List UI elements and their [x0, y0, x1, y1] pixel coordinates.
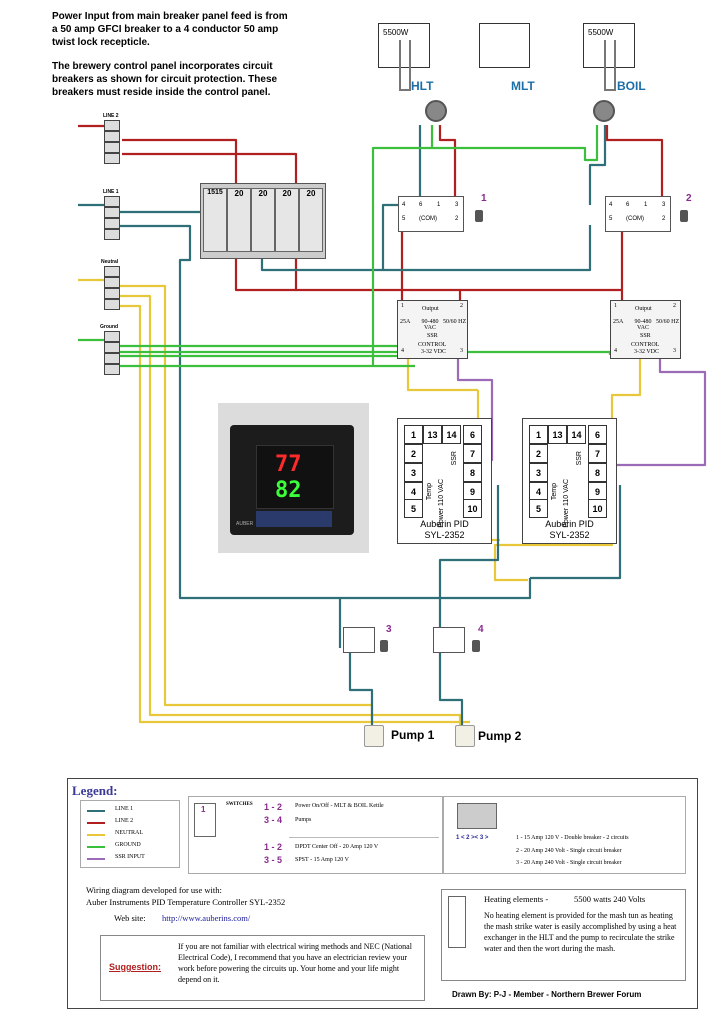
legend-row-neutral: NEUTRAL	[87, 830, 177, 840]
pid-1: 1 13 14 6 2 7 3 8 4 9 5 10 SSR Power 110…	[397, 418, 492, 544]
legend-label: SSR INPUT	[115, 854, 145, 860]
switches-legend: 1 SWITCHES 1 - 2 Power On/Off - MLT & BO…	[188, 796, 443, 874]
pid-controller-photo: 77 82 AUBER	[218, 403, 369, 553]
toggle-icon	[475, 210, 483, 222]
pump-1-outlet-icon	[364, 725, 384, 747]
pump-2-outlet-icon	[455, 725, 475, 747]
mlt-label: MLT	[511, 79, 535, 93]
switch-2-number: 2	[686, 193, 692, 204]
switch-1-com: (COM)	[419, 216, 437, 222]
legend-panel: Legend: LINE 1 LINE 2 NEUTRAL GROUND SSR INP…	[67, 778, 698, 1009]
website-label: Web site:	[114, 913, 146, 923]
pid-controller-body: 77 82 AUBER	[230, 425, 354, 535]
ssr-1: 1 Output 2 25A 90-480 VAC 50/60 HZ SSR C…	[397, 300, 468, 359]
hlt-receptacle-icon	[425, 100, 447, 122]
breaker-1: 1515	[203, 188, 227, 252]
boil-receptacle-icon	[593, 100, 615, 122]
legend-row-line-1: LINE 1	[87, 806, 177, 816]
mlt-box	[479, 23, 530, 68]
pid-brand: AUBER	[236, 521, 254, 527]
legend-label: LINE 1	[115, 806, 134, 812]
wiring-line-1: Wiring diagram developed for use with:	[86, 885, 222, 895]
wire-line1	[78, 125, 622, 648]
heating-element-icon	[604, 40, 616, 91]
website-link[interactable]: http://www.auberins.com/	[162, 913, 251, 923]
switch-legend-icon: 1	[194, 803, 216, 837]
legend-label: LINE 2	[115, 818, 134, 824]
legend-swatch	[87, 858, 105, 860]
breaker-1-b: 15	[215, 189, 223, 196]
suggestion-label: Suggestion:	[109, 962, 161, 972]
breaker-legend-icon	[457, 803, 497, 829]
suggestion-box: Suggestion: If you are not familiar with…	[100, 935, 425, 1001]
pump-2-label: Pump 2	[478, 729, 522, 743]
heating-title: Heating elements -	[484, 894, 549, 904]
intro-text: Power Input from main breaker panel feed…	[52, 10, 292, 110]
breaker-2a: 20	[227, 188, 251, 252]
boil-watts: 5500W	[588, 28, 614, 37]
legend-title: Legend:	[72, 783, 118, 798]
heating-text: No heating element is provided for the m…	[484, 911, 677, 953]
switch-4-number: 4	[478, 624, 484, 635]
heating-element-icon	[448, 896, 466, 948]
line2-block-label: LINE 2	[103, 113, 119, 119]
boil-heater-box: 5500W	[583, 23, 635, 91]
hlt-watts: 5500W	[383, 28, 409, 37]
switch-4-spst	[433, 627, 465, 653]
legend-label: GROUND	[115, 842, 141, 848]
toggle-icon	[380, 640, 388, 652]
legend-swatch	[87, 822, 105, 824]
line1-block-label: LINE 1	[103, 189, 119, 195]
legend-row-ssr-input: SSR INPUT	[87, 854, 177, 864]
drawn-by: Drawn By: P-J - Member - Northern Brewer…	[452, 990, 642, 999]
intro-paragraph-1: Power Input from main breaker panel feed…	[52, 11, 288, 48]
switch-3-spst	[343, 627, 375, 653]
pump-1-label: Pump 1	[391, 728, 435, 742]
breakers-legend: 1 < 2 >< 3 > 1 - 15 Amp 120 V - Double b…	[443, 796, 686, 874]
legend-row-ground: GROUND	[87, 842, 177, 852]
toggle-icon	[472, 640, 480, 652]
legend-label: NEUTRAL	[115, 830, 143, 836]
toggle-icon	[680, 210, 688, 222]
legend-swatch	[87, 810, 105, 812]
switches-title: SWITCHES	[226, 802, 253, 807]
intro-paragraph-2: The brewery control panel incorporates c…	[52, 61, 278, 98]
ssr-2: 1 Output 2 25A 90-480 VAC 50/60 HZ SSR C…	[610, 300, 681, 359]
hlt-label: HLT	[411, 79, 434, 93]
boil-label: BOIL	[617, 79, 646, 93]
pid-button-row	[256, 511, 332, 527]
pid-2-name: Auberin PID	[545, 519, 594, 529]
legend-swatch	[87, 834, 105, 836]
pid-2: 1 13 14 6 2 7 3 8 4 9 5 10 SSR Power 110…	[522, 418, 617, 544]
pid-1-model: SYL-2352	[424, 530, 465, 540]
switch-2-com: (COM)	[626, 216, 644, 222]
ground-block-label: Ground	[100, 324, 119, 330]
breaker-panel: 1515 20 20 20 20	[200, 183, 326, 259]
neutral-block-label: Neutral	[101, 259, 119, 265]
switch-3-number: 3	[386, 624, 392, 635]
suggestion-text: If you are not familiar with electrical …	[178, 942, 412, 984]
wire-ground	[78, 125, 612, 368]
breaker-1-a: 15	[207, 189, 215, 196]
heating-element-icon	[399, 40, 411, 91]
legend-swatch	[87, 846, 105, 848]
pid-2-model: SYL-2352	[549, 530, 590, 540]
wiring-line-2: Auber Instruments PID Temperature Contro…	[86, 897, 286, 907]
pid-1-name: Auberin PID	[420, 519, 469, 529]
breaker-2b: 20	[251, 188, 275, 252]
legend-row-line-2: LINE 2	[87, 818, 177, 828]
hlt-heater-box: 5500W	[378, 23, 430, 91]
heating-legend: Heating elements - 5500 watts 240 Volts …	[441, 889, 686, 981]
color-key: LINE 1 LINE 2 NEUTRAL GROUND SSR INPUT	[80, 800, 180, 868]
heating-value: 5500 watts 240 Volts	[574, 894, 646, 904]
switch-1-number: 1	[481, 193, 487, 204]
switch-1-dpdt: 4 6 1 3 5 (COM) 2	[398, 196, 464, 232]
pid-display-pv: 77	[275, 452, 302, 477]
pid-display-sv: 82	[275, 478, 302, 503]
breaker-3b: 20	[299, 188, 323, 252]
breaker-3a: 20	[275, 188, 299, 252]
switch-2-dpdt: 4 6 1 3 5 (COM) 2	[605, 196, 671, 232]
